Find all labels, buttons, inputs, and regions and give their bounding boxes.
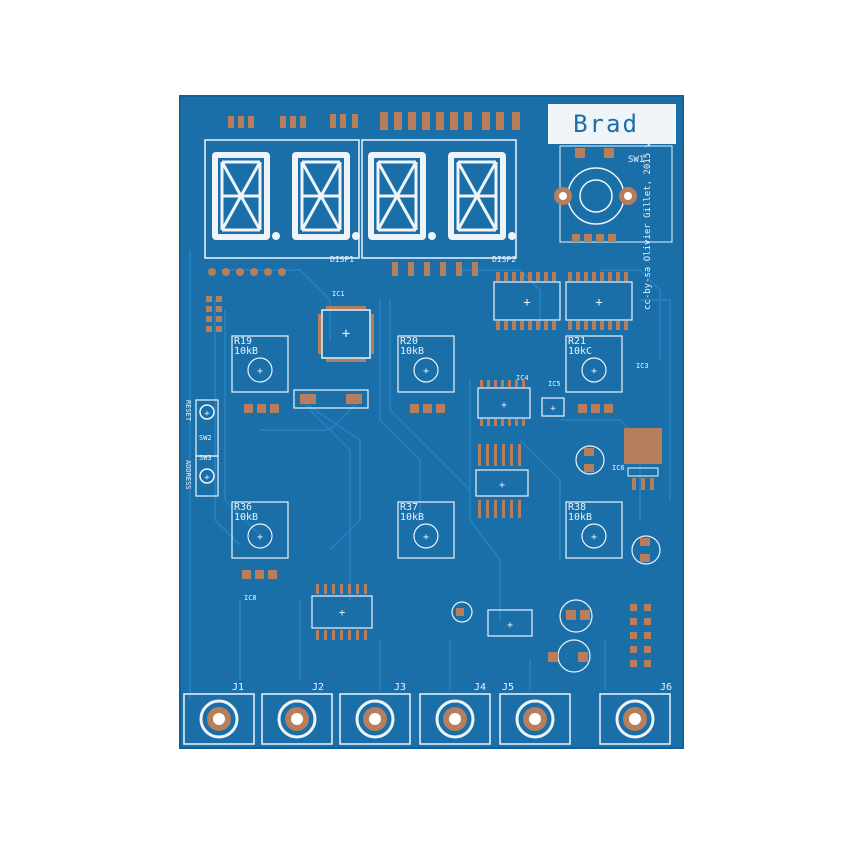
svg-text:+: + — [523, 295, 530, 309]
cap-c30 — [548, 639, 591, 673]
address-label: ADDRESS — [184, 460, 192, 490]
svg-text:IC5: IC5 — [548, 380, 561, 388]
jack-j6: J6 — [599, 682, 672, 745]
svg-text:+: + — [507, 620, 513, 631]
switch-sw1: SW1 — [554, 145, 673, 243]
ic5: + — [541, 397, 565, 417]
pot-r37-value: 10kB — [400, 512, 424, 523]
svg-text:IC4: IC4 — [516, 374, 529, 382]
pot-r37-ref: R37 — [400, 502, 418, 513]
credit-text: cc-by-sa Olivier Gillet, 2015 v5 — [643, 137, 653, 310]
svg-text:IC8: IC8 — [244, 594, 257, 602]
svg-text:+: + — [342, 326, 350, 342]
ic10: + — [487, 609, 533, 637]
pot-r21-value: 10kC — [568, 346, 592, 357]
jack-j2: J2 — [261, 682, 333, 745]
jack-j6-label: J6 — [660, 682, 672, 693]
header-right — [630, 604, 651, 667]
ic-right-pair: + + — [493, 272, 633, 330]
jack-j1: J1 — [183, 682, 255, 745]
jack-j4: J4 — [419, 682, 491, 745]
pot-r38-ref: R38 — [568, 502, 586, 513]
ic1-mcu: + — [318, 306, 374, 362]
sw3-label: SW3 — [199, 454, 212, 462]
ic9: + — [311, 584, 373, 640]
svg-text:+: + — [591, 366, 597, 377]
cap-c25 — [559, 599, 593, 633]
disp2-label: DISP2 — [492, 255, 516, 264]
jack-j4-label: J4 — [474, 682, 486, 693]
component-labels: IC1 IC4 IC5 IC3 IC8 IC6 — [244, 290, 649, 602]
ic7: + — [475, 444, 529, 518]
switch-sw3: + SW3 — [195, 454, 219, 497]
crystal-q5 — [293, 389, 369, 409]
cap-c19 — [631, 535, 661, 565]
pot-r38-value: 10kB — [568, 512, 592, 523]
ic4: + — [477, 380, 531, 426]
pot-r20-value: 10kB — [400, 346, 424, 357]
display-disp2: DISP2 — [361, 139, 517, 264]
sw2-label: SW2 — [199, 434, 212, 442]
disp1-label: DISP1 — [330, 255, 354, 264]
svg-text:+: + — [591, 532, 597, 543]
top-resistor-row — [228, 112, 520, 130]
pot-r36: + R36 10kB — [231, 501, 289, 579]
svg-text:+: + — [499, 480, 505, 491]
svg-text:+: + — [257, 532, 263, 543]
pot-r19-value: 10kB — [234, 346, 258, 357]
svg-text:+: + — [339, 606, 346, 619]
cap-c27 — [451, 601, 473, 623]
mid-resistor-row — [392, 262, 478, 276]
sw1-label: SW1 — [628, 155, 644, 165]
svg-text:+: + — [423, 366, 429, 377]
jack-j1-label: J1 — [232, 682, 244, 693]
header-pins — [206, 268, 286, 332]
pot-r36-value: 10kB — [234, 512, 258, 523]
jack-j3-label: J3 — [394, 682, 406, 693]
svg-text:+: + — [423, 532, 429, 543]
jack-j5-label: J5 — [502, 682, 514, 693]
svg-text:+: + — [204, 473, 210, 483]
reset-label: RESET — [184, 400, 192, 422]
pot-r21-ref: R21 — [568, 336, 586, 347]
svg-text:+: + — [204, 409, 210, 419]
pot-r19: + R19 10kB — [231, 335, 289, 413]
title-silk-block — [548, 104, 676, 144]
cap-c15 — [575, 445, 605, 475]
svg-text:IC6: IC6 — [612, 464, 625, 472]
svg-text:+: + — [595, 295, 602, 309]
pcb-board-edge — [179, 95, 684, 749]
pot-r36-ref: R36 — [234, 502, 252, 513]
pot-r19-ref: R19 — [234, 336, 252, 347]
svg-text:+: + — [550, 404, 556, 414]
pot-r21: + R21 10kC — [565, 335, 623, 413]
pot-r20: + R20 10kB — [397, 335, 455, 413]
svg-text:+: + — [257, 366, 263, 377]
display-disp1: DISP1 — [204, 139, 360, 264]
jack-j3: J3 — [339, 682, 411, 745]
ic6-regulator — [624, 428, 662, 490]
svg-text:IC1: IC1 — [332, 290, 345, 298]
jack-j5: J5 — [499, 682, 571, 745]
jack-j2-label: J2 — [312, 682, 324, 693]
board-name: Brad — [573, 110, 639, 138]
svg-text:+: + — [501, 400, 507, 411]
pot-r37: + R37 10kB — [397, 501, 455, 559]
svg-text:IC3: IC3 — [636, 362, 649, 370]
pot-r20-ref: R20 — [400, 336, 418, 347]
pot-r38: + R38 10kB — [565, 501, 623, 559]
